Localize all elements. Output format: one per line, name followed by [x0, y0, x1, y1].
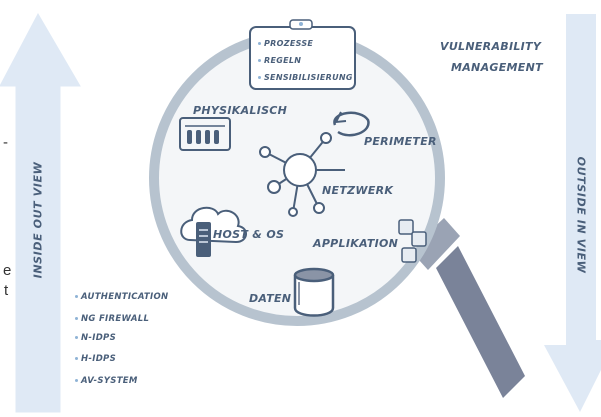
inside-out-label: INSIDE OUT VIEW [31, 161, 45, 279]
server-icon [196, 222, 211, 257]
tool-item: H-IDPS [75, 354, 116, 364]
outside-in-arrow [544, 14, 601, 412]
cut-text-fragment: e [3, 262, 12, 279]
inside-out-arrow-body [0, 12, 81, 413]
process-item: PROZESSE [258, 39, 313, 48]
tool-item: AUTHENTICATION [75, 292, 168, 302]
application-label: APPLIKATION [313, 237, 399, 250]
network-icon [259, 132, 345, 217]
cut-text-fragment: - [3, 134, 8, 151]
tool-item: AV-SYSTEM [75, 376, 138, 386]
database-icon [293, 267, 335, 317]
physical-rack-icon [179, 117, 231, 151]
vulnerability-title-line2: MANAGEMENT [451, 61, 543, 74]
data-label: DATEN [249, 292, 292, 305]
perimeter-label: PERIMETER [364, 135, 437, 148]
process-item: REGELN [258, 56, 301, 65]
process-item: SENSIBILISIERUNG [258, 73, 353, 82]
cut-text-fragment: t [4, 282, 9, 299]
tool-item: N-IDPS [75, 333, 116, 343]
physical-label: PHYSIKALISCH [193, 104, 288, 117]
magnifier-neck [410, 218, 460, 270]
tool-item: NG FIREWALL [75, 314, 149, 324]
network-label: NETZWERK [322, 184, 394, 197]
host-label: HOST & OS [213, 228, 285, 241]
application-icon [398, 219, 427, 263]
outside-in-label: OUTSIDE IN VIEW [574, 156, 588, 274]
magnifier-handle [436, 246, 525, 398]
board-clip-dot [299, 22, 303, 26]
vulnerability-title-line1: VULNERABILITY [440, 40, 542, 53]
